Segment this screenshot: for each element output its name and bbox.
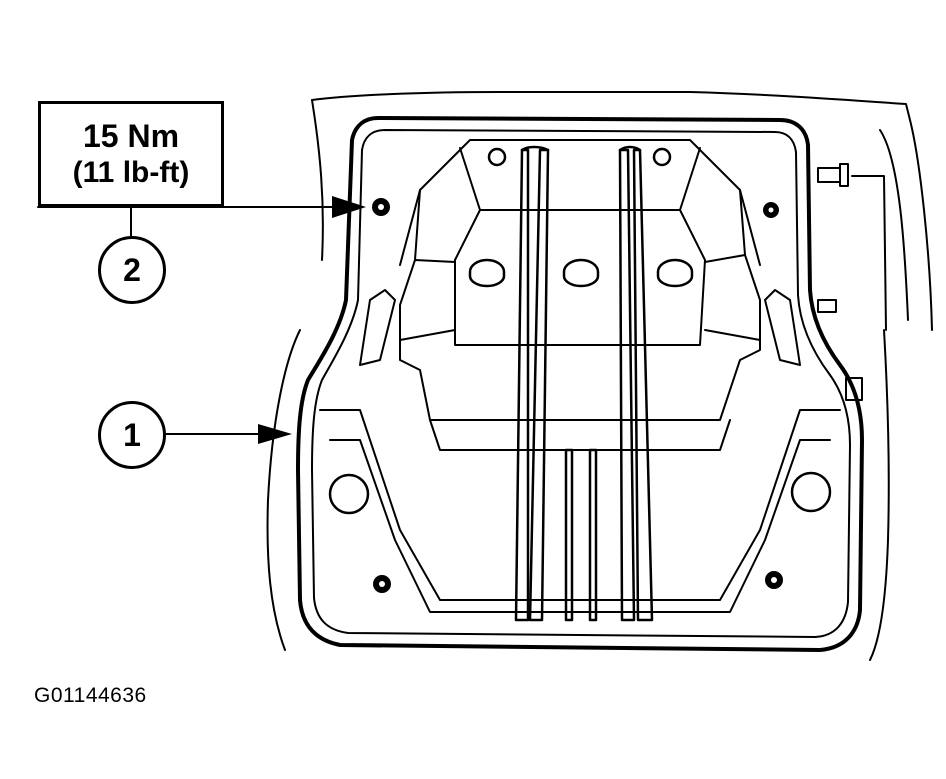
fastener-lower-right [765,571,783,589]
callout-2: 2 [98,236,166,304]
panel-seal-inner [311,129,851,638]
arrow-to-fastener [332,196,366,218]
upper-slots [468,147,694,288]
panel-seal-outer [296,116,864,652]
lower-holes [328,471,832,515]
fastener-upper-right [763,202,779,218]
fasteners [372,198,783,593]
fastener-lower-left [373,575,391,593]
lower-trough [319,289,841,613]
torque-metric: 15 Nm [82,118,180,154]
side-clips [817,163,863,401]
leader-lines [37,206,346,435]
vehicle-body-outline [266,91,933,661]
torque-spec-box: 15 Nm (11 lb-ft) [38,101,224,207]
vertical-rails [514,145,654,622]
callout-1: 1 [98,401,166,469]
upper-center-structure [399,139,761,451]
arrow-to-panel [258,424,292,444]
fastener-upper-left [372,198,390,216]
figure-id: G01144636 [34,684,147,707]
torque-imperial: (11 lb-ft) [72,156,190,189]
